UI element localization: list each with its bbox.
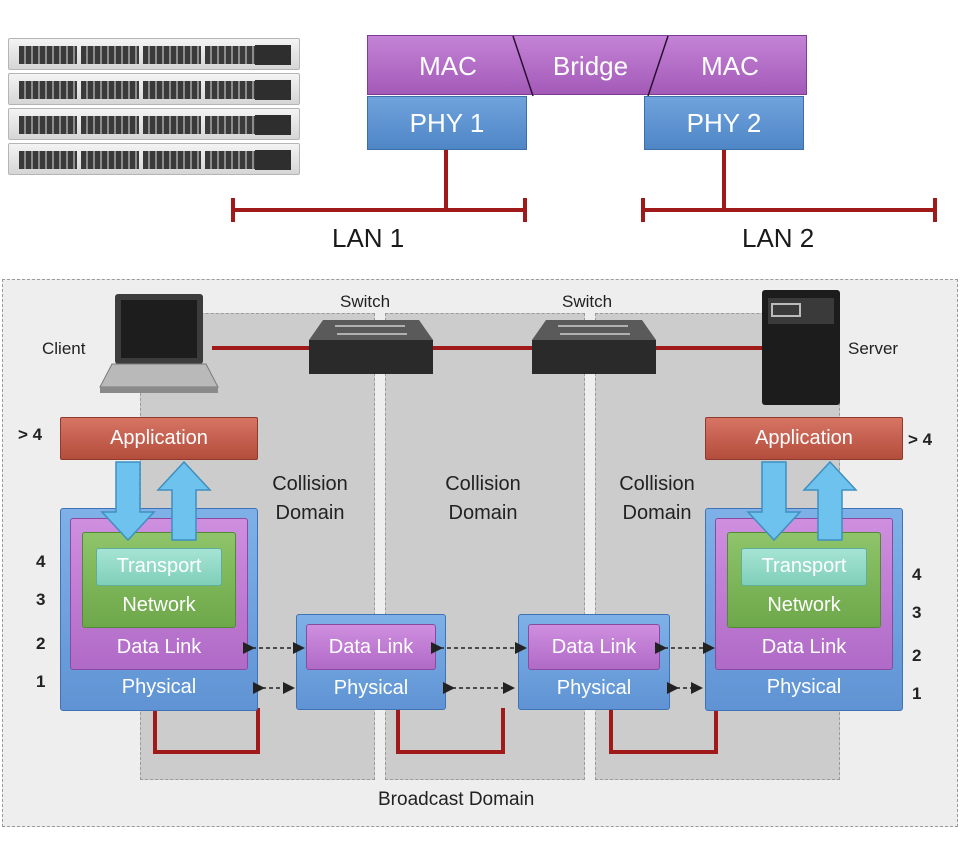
- layer-number: 1: [912, 684, 922, 703]
- switch-right-label: Switch: [562, 292, 613, 311]
- bridge-bar: MAC Bridge MAC: [367, 35, 807, 97]
- data-link-label: Data Link: [328, 636, 414, 658]
- layer-number: 2: [36, 634, 46, 653]
- layer-number: 3: [912, 603, 922, 622]
- data-link-label: Data Link: [116, 636, 202, 658]
- client-label: Client: [42, 339, 86, 358]
- network-label: Network: [122, 594, 196, 616]
- broadcast-domain-label: Broadcast Domain: [378, 789, 535, 810]
- layer-number: 1: [36, 672, 46, 691]
- collision-domain-label-2: Collision Domain: [445, 473, 521, 524]
- layer-number: 3: [36, 590, 46, 609]
- layer-number: 4: [912, 565, 922, 584]
- collision-domain-label-3: Collision Domain: [619, 473, 695, 524]
- switch-unit: [8, 143, 300, 175]
- mac-right-label: MAC: [701, 51, 759, 81]
- layer-number-above: > 4: [908, 430, 933, 449]
- data-link-layer: [306, 624, 436, 670]
- server-label: Server: [848, 339, 899, 358]
- switch-unit: [8, 38, 300, 70]
- network-label: Network: [767, 594, 841, 616]
- physical-label: Physical: [766, 676, 842, 698]
- lan2-label: LAN 2: [742, 223, 815, 253]
- mac-left-label: MAC: [419, 51, 477, 81]
- phy1-box: PHY 1: [367, 96, 527, 150]
- switch-icon: [309, 320, 433, 374]
- switch-unit: [8, 73, 300, 105]
- lan-lines: [231, 150, 937, 222]
- transport-layer: [96, 548, 222, 586]
- data-link-label: Data Link: [761, 636, 847, 658]
- laptop-icon: [99, 294, 219, 393]
- bridge-label: Bridge: [552, 51, 629, 81]
- server-icon: [762, 290, 840, 405]
- switch-left-label: Switch: [340, 292, 391, 311]
- switch-unit: [8, 108, 300, 140]
- layer-number: 4: [36, 552, 46, 571]
- data-link-layer: [528, 624, 660, 670]
- lan1-label: LAN 1: [332, 223, 405, 253]
- physical-label: Physical: [121, 676, 197, 698]
- physical-label: Physical: [333, 677, 409, 699]
- layer-number-above: > 4: [18, 425, 43, 444]
- application-layer: Application: [705, 417, 903, 460]
- phy2-box: PHY 2: [644, 96, 804, 150]
- physical-label: Physical: [556, 677, 632, 699]
- data-link-label: Data Link: [551, 636, 637, 658]
- transport-label: Transport: [761, 555, 847, 577]
- collision-domain-label-1: Collision Domain: [272, 473, 348, 524]
- transport-label: Transport: [116, 555, 202, 577]
- switch-stack-photo: [0, 0, 310, 185]
- transport-layer: [741, 548, 867, 586]
- application-layer: Application: [60, 417, 258, 460]
- switch-icon: [532, 320, 656, 374]
- layer-number: 2: [912, 646, 922, 665]
